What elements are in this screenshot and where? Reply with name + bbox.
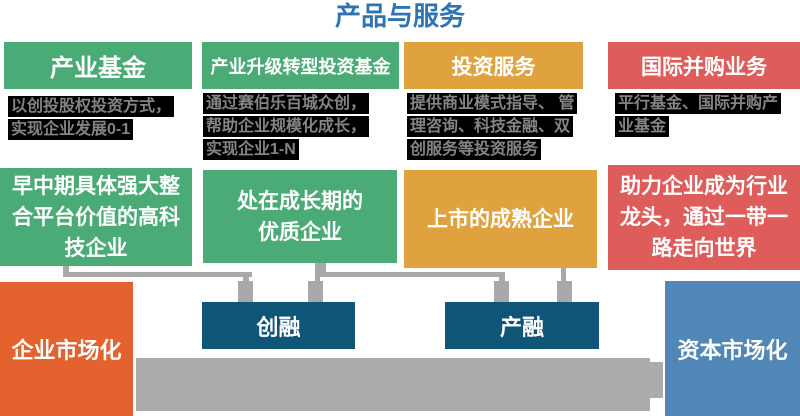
- description-international-ma: 平行基金、国际并购产 业基金: [615, 92, 782, 138]
- target-early-mid-stage-companies: 早中期具体强大整 合平台价值的高科 技企业: [0, 168, 192, 266]
- box-enterprise-marketization: 企业市场化: [0, 282, 133, 416]
- connector-line-target2-to-chuangrong: [315, 263, 320, 281]
- connector-stub-chanrong-left: [499, 277, 505, 282]
- header-industry-fund: 产业基金: [4, 42, 192, 89]
- connector-rail-left: [63, 272, 252, 277]
- connector-plug-chuangrong-right: [308, 281, 323, 302]
- connector-stub-chuangrong-left: [243, 277, 249, 282]
- header-investment-services: 投资服务: [404, 42, 583, 89]
- connector-plug-chanrong-left: [494, 281, 509, 302]
- bottom-gray-bar-arrow-tab: [650, 362, 663, 398]
- description-upgrade-transformation-fund: 通过赛伯乐百城众创， 帮助企业规模化成长， 实现企业1-N: [203, 92, 370, 161]
- target-growth-stage-companies: 处在成长期的 优质企业: [203, 170, 397, 263]
- header-upgrade-transformation-fund: 产业升级转型投资基金: [202, 42, 399, 89]
- connector-riser-from-target1: [63, 266, 69, 277]
- connector-plug-chuangrong-left: [238, 281, 253, 302]
- connector-rail-right: [320, 272, 505, 277]
- header-international-ma: 国际并购业务: [608, 42, 800, 89]
- node-industry-finance: 产融: [445, 302, 599, 349]
- target-listed-mature-companies: 上市的成熟企业: [404, 170, 597, 268]
- target-industry-leader-companies: 助力企业成为行业 龙头，通过一带一 路走向世界: [608, 165, 800, 270]
- box-capital-marketization: 资本市场化: [665, 281, 800, 416]
- description-industry-fund: 以创投股权投资方式， 实现企业发展0-1: [8, 95, 175, 141]
- bottom-gray-bar: [136, 358, 650, 411]
- node-venture-finance: 创融: [202, 302, 355, 349]
- connector-riser-from-target2: [320, 263, 326, 273]
- description-investment-services: 提供商业模式指导、 管 理咨询、科技金融、双 创服务等投资服务: [407, 92, 578, 161]
- connector-plug-chanrong-right: [557, 281, 572, 302]
- page-title: 产品与服务: [334, 1, 465, 31]
- connector-line-target3-to-chanrong: [561, 268, 566, 281]
